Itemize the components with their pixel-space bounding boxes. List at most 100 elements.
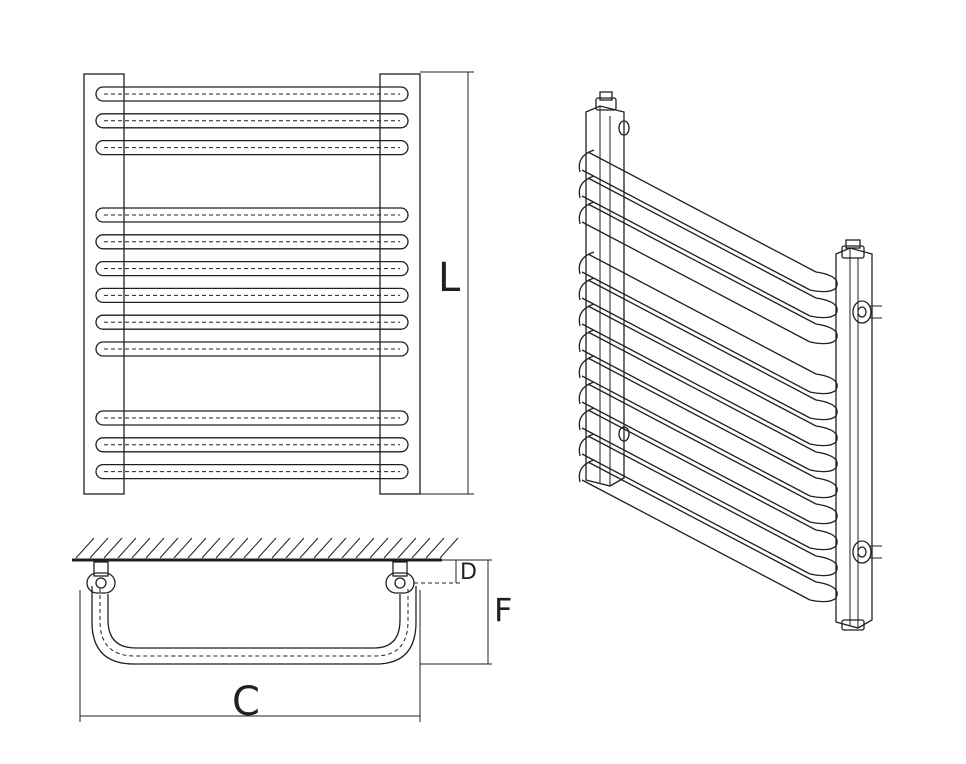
hatch-line-26 [425, 537, 445, 559]
iso-bar-upper-4 [587, 253, 817, 375]
front-bar-1 [95, 86, 409, 102]
top-tube-outer [91, 586, 417, 665]
iso-bar-back-bend-11 [578, 433, 595, 457]
front-bar-6 [95, 260, 409, 277]
iso-bar-back-bend-9 [578, 381, 595, 405]
front-bar-11 [95, 437, 409, 453]
front-left-collector [83, 73, 125, 495]
front-right-collector [379, 73, 421, 495]
hatch-line-7 [159, 537, 179, 559]
iso-bar-front-bend-4 [809, 373, 838, 395]
iso-bar-front-bend-3 [809, 323, 838, 345]
hatch-line-20 [341, 537, 361, 559]
front-bar-12 [95, 463, 409, 480]
hatch-line-11 [215, 537, 235, 559]
hatch-line-8 [173, 537, 193, 559]
iso-bar-upper-6 [587, 305, 817, 427]
iso-bar-back-bend-1 [578, 149, 595, 173]
hatch-line-9 [187, 537, 207, 559]
iso-bar-front-bend-5 [809, 399, 838, 421]
hatch-line-15 [271, 537, 291, 559]
hatch-line-14 [257, 537, 277, 559]
iso-bar-front-bend-1 [809, 271, 838, 293]
front-bar-2 [95, 113, 409, 129]
front-bar-3 [95, 139, 409, 156]
hatch-line-12 [229, 537, 249, 559]
isometric-view [578, 91, 882, 631]
iso-bar-lower-11 [581, 453, 811, 575]
hatch-line-21 [355, 537, 375, 559]
iso-bars [578, 149, 838, 603]
hatch-line-27 [439, 537, 459, 559]
iso-bar-back-bend-10 [578, 407, 595, 431]
top-view [72, 537, 459, 665]
iso-bar-lower-10 [581, 427, 811, 549]
iso-bar-back-bend-2 [578, 175, 595, 199]
hatch-line-22 [369, 537, 389, 559]
iso-bar-back-bend-3 [578, 201, 595, 225]
iso-bar-upper-9 [587, 383, 817, 505]
iso-bar-front-bend-6 [809, 425, 838, 447]
iso-bar-lower-2 [581, 195, 811, 317]
iso-bar-upper-1 [587, 151, 817, 273]
dimension-l [420, 71, 474, 495]
iso-bar-front-bend-9 [809, 503, 838, 525]
iso-bar-upper-11 [587, 435, 817, 557]
iso-bar-lower-3 [581, 221, 811, 343]
front-bar-10 [95, 410, 409, 426]
hatch-line-18 [313, 537, 333, 559]
iso-bar-upper-7 [587, 331, 817, 453]
iso-bar-lower-5 [581, 297, 811, 419]
dimension-label-l: L [438, 255, 461, 301]
iso-bar-back-bend-6 [578, 303, 595, 327]
iso-bar-upper-3 [587, 203, 817, 325]
dimension-label-d: D [460, 560, 477, 585]
iso-bar-lower-7 [581, 349, 811, 471]
hatch-line-4 [117, 537, 137, 559]
iso-bar-upper-12 [587, 461, 817, 583]
iso-bar-lower-8 [581, 375, 811, 497]
front-view [83, 73, 421, 495]
wall-hatching [75, 537, 459, 559]
hatch-line-10 [201, 537, 221, 559]
hatch-line-2 [89, 537, 109, 559]
hatch-line-3 [103, 537, 123, 559]
iso-bar-front-bend-8 [809, 477, 838, 499]
iso-bar-lower-4 [581, 271, 811, 393]
front-bar-8 [95, 314, 409, 330]
iso-bar-front-bend-11 [809, 555, 838, 577]
iso-bar-upper-8 [587, 357, 817, 479]
hatch-line-5 [131, 537, 151, 559]
iso-bar-back-bend-7 [578, 329, 595, 353]
dimension-label-c: C [232, 679, 260, 725]
iso-bar-upper-2 [587, 177, 817, 299]
hatch-line-13 [243, 537, 263, 559]
hatch-line-16 [285, 537, 305, 559]
hatch-line-24 [397, 537, 417, 559]
hatch-line-23 [383, 537, 403, 559]
iso-bar-back-bend-4 [578, 251, 595, 275]
front-bar-4 [95, 207, 409, 223]
front-bar-9 [95, 341, 409, 357]
dimension-c [79, 590, 421, 722]
iso-bar-upper-10 [587, 409, 817, 531]
top-tube-centerline [99, 588, 409, 657]
iso-bar-lower-9 [581, 401, 811, 523]
top-tube-inner [107, 594, 401, 649]
iso-bar-back-bend-8 [578, 355, 595, 379]
front-bar-7 [95, 287, 409, 304]
front-bars [95, 86, 409, 480]
hatch-line-6 [145, 537, 165, 559]
front-bar-5 [95, 234, 409, 250]
hatch-line-19 [327, 537, 347, 559]
iso-bar-lower-1 [581, 169, 811, 291]
dimension-d-f [414, 559, 492, 665]
iso-bar-lower-12 [581, 479, 811, 601]
iso-bar-lower-6 [581, 323, 811, 445]
hatch-line-17 [299, 537, 319, 559]
hatch-line-1 [75, 537, 95, 559]
iso-bar-back-bend-12 [578, 459, 595, 483]
iso-bar-upper-5 [587, 279, 817, 401]
dimension-label-f: F [494, 591, 513, 629]
iso-bar-front-bend-10 [809, 529, 838, 551]
